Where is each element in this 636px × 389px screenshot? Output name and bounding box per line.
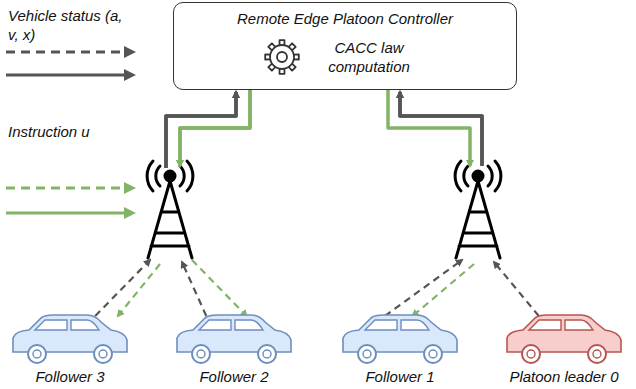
legend-dashed-arrow (6, 51, 132, 54)
controller-function: CACC law computation (310, 38, 428, 76)
car-window (199, 320, 263, 330)
vehicle-label: Platoon leader 0 (498, 368, 630, 385)
car-wheel (358, 345, 376, 363)
car-body (507, 315, 621, 352)
signal-connector (118, 90, 250, 316)
controller-title: Remote Edge Platoon Controller (174, 10, 516, 27)
car-illustration (7, 312, 133, 366)
car-window (529, 320, 593, 330)
car-window (365, 320, 429, 330)
vehicle: Follower 1 (334, 312, 466, 385)
car-wheel (424, 345, 442, 363)
dashed-link (494, 262, 539, 316)
gear-teeth (265, 40, 299, 74)
car-illustration (337, 312, 463, 366)
signal-connector (388, 90, 474, 316)
legend-solid-arrow (6, 212, 132, 215)
vehicle: Follower 2 (168, 312, 300, 385)
car-hub (197, 350, 205, 358)
gear-hole (277, 52, 287, 62)
car-hub (593, 350, 601, 358)
backhaul-link (166, 92, 236, 168)
signal-connector (166, 92, 236, 316)
car-wheel (588, 345, 606, 363)
backhaul-link (166, 92, 236, 168)
car-illustration (501, 312, 627, 366)
gear-rim (270, 45, 294, 69)
car-wheel (522, 345, 540, 363)
car-hub (263, 350, 271, 358)
car-body (13, 315, 127, 352)
dashed-link (413, 264, 474, 316)
backhaul-link (180, 90, 250, 166)
legend-text: Instruction u (8, 122, 98, 141)
signal-connector (400, 92, 539, 316)
car-wheel (94, 345, 112, 363)
backhaul-link (400, 92, 482, 166)
car-hub (363, 350, 371, 358)
legend-solid-arrow (6, 74, 132, 77)
radio-tower (455, 161, 501, 258)
car-wheel (28, 345, 46, 363)
vehicle-label: Follower 1 (334, 368, 466, 385)
car-hub (429, 350, 437, 358)
signal-connector (385, 92, 482, 316)
car-body (343, 315, 457, 352)
car-hub (33, 350, 41, 358)
car-wheel (258, 345, 276, 363)
vehicle-label: Follower 2 (168, 368, 300, 385)
car-hub (527, 350, 535, 358)
signal-connector (95, 92, 236, 316)
car-window (35, 320, 99, 330)
car-illustration (171, 312, 297, 366)
backhaul-link (180, 90, 250, 166)
dashed-link (118, 264, 160, 316)
controller-box: Remote Edge Platoon ControllerCACC law c… (173, 2, 517, 90)
vehicle-label: Follower 3 (4, 368, 136, 385)
radio-tower (147, 161, 193, 258)
car-hub (99, 350, 107, 358)
legend-text: Vehicle status (a, v, x) (8, 6, 128, 44)
car-body (177, 315, 291, 352)
vehicle: Follower 3 (4, 312, 136, 385)
gear-icon (262, 37, 302, 77)
legend-dashed-arrow (6, 187, 132, 190)
controller-row: CACC law computation (174, 37, 516, 77)
dashed-link (192, 260, 247, 316)
vehicle: Platoon leader 0 (498, 312, 630, 385)
car-wheel (192, 345, 210, 363)
signal-connector (180, 90, 250, 316)
